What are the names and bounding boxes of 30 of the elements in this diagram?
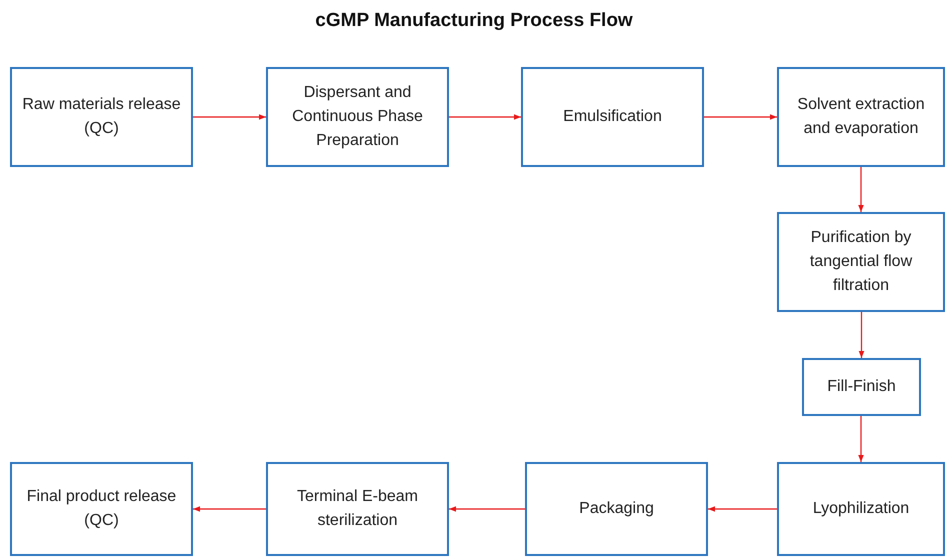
process-box xyxy=(521,67,704,167)
step-label: Raw materials release (QC) xyxy=(21,95,182,139)
arrow xyxy=(858,312,864,358)
arrow xyxy=(193,506,266,512)
arrow xyxy=(858,416,864,462)
arrow xyxy=(704,114,777,120)
process-box xyxy=(777,212,945,312)
step-label: Final product release (QC) xyxy=(26,487,178,531)
step-label: Purification by tangential flow filtration xyxy=(808,228,914,296)
step-label: Terminal E-beam sterilization xyxy=(296,487,419,531)
process-box xyxy=(10,462,193,556)
process-box xyxy=(10,67,193,167)
step-label: Fill-Finish xyxy=(827,377,896,397)
arrow xyxy=(858,167,864,212)
process-box xyxy=(525,462,708,556)
step-label: Emulsification xyxy=(563,107,662,127)
process-box xyxy=(266,67,449,167)
step-label: Packaging xyxy=(579,499,654,519)
arrow xyxy=(449,114,521,120)
diagram-title: cGMP Manufacturing Process Flow xyxy=(314,10,634,32)
arrow xyxy=(449,506,525,512)
arrow xyxy=(193,114,266,120)
process-box xyxy=(266,462,449,556)
step-label: Lyophilization xyxy=(812,499,910,519)
arrow xyxy=(708,506,777,512)
process-box xyxy=(802,358,921,416)
process-box xyxy=(777,67,945,167)
process-box xyxy=(777,462,945,556)
step-label: Dispersant and Continuous Phase Preparation xyxy=(291,83,424,151)
step-label: Solvent extraction and evaporation xyxy=(796,95,926,139)
